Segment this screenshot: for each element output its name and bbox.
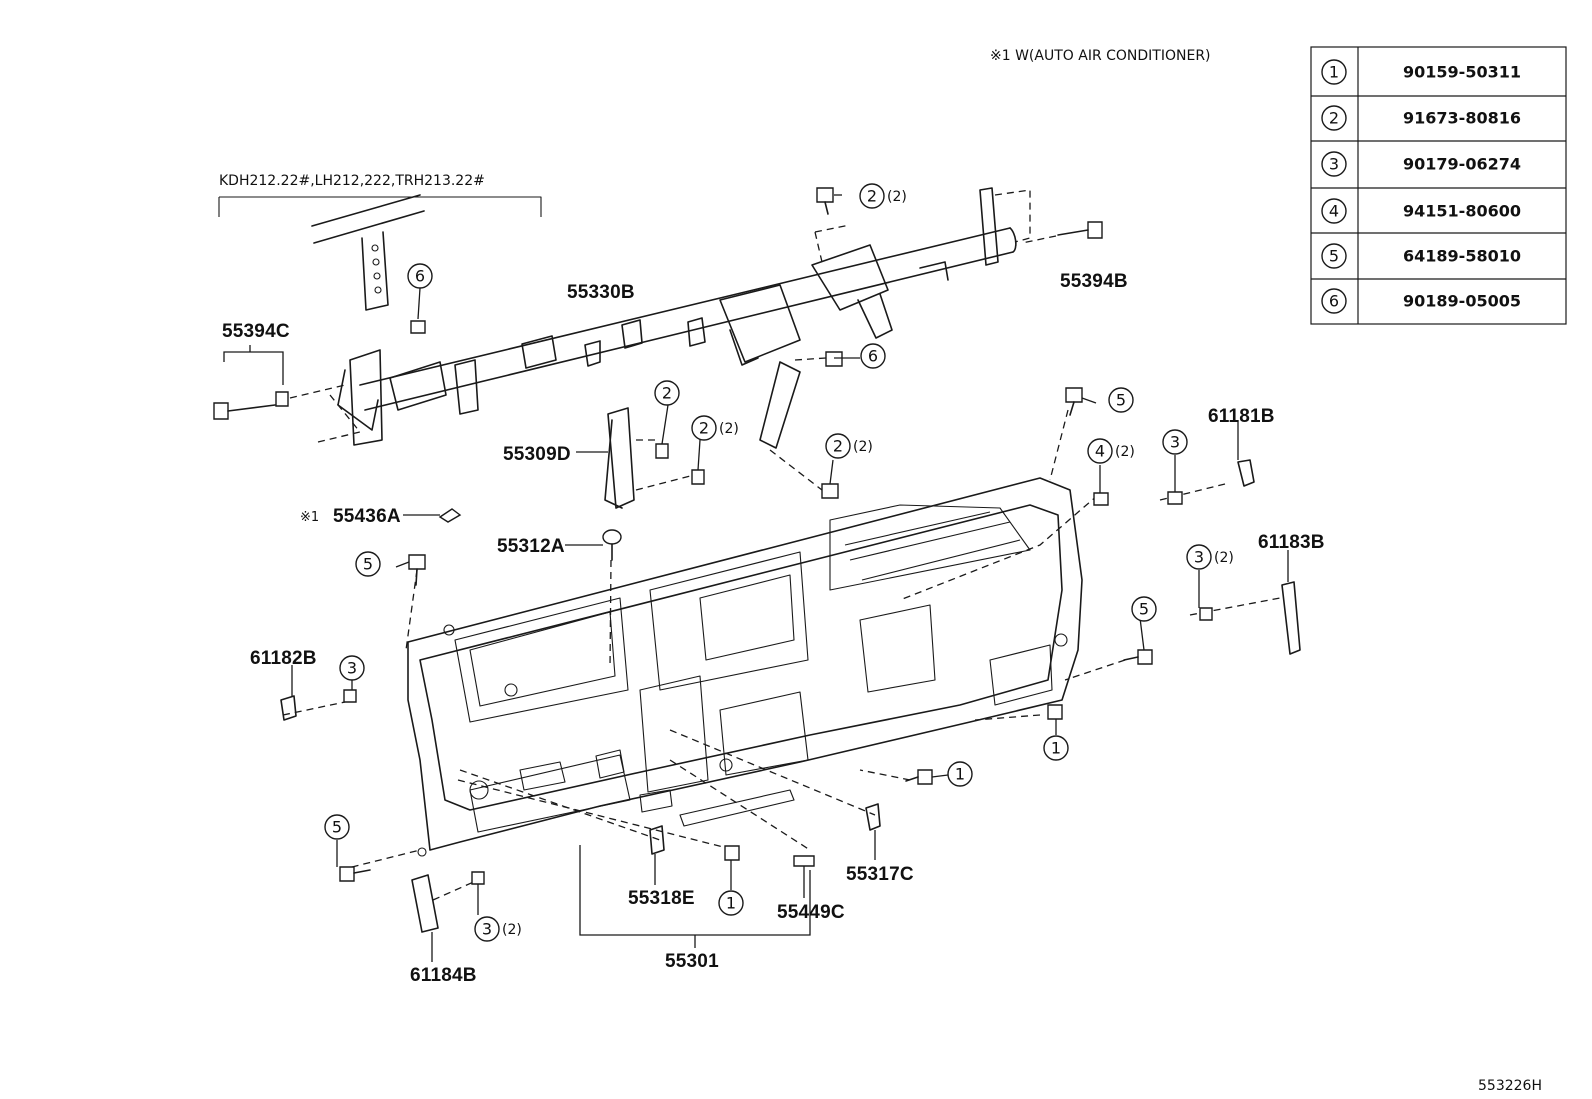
label-55449c: 55449C — [777, 902, 845, 923]
callout-3: 3 — [1162, 429, 1188, 455]
bolt-55394b — [1021, 221, 1103, 244]
table-part-number: 94151-80600 — [1403, 202, 1521, 221]
table-row: 1 90159-50311 — [1321, 59, 1521, 85]
table-ref: 5 — [1329, 247, 1339, 266]
svg-text:(2): (2) — [1214, 550, 1234, 566]
svg-text:6: 6 — [868, 347, 878, 366]
callout-5: 5 — [324, 814, 350, 840]
label-55317c: 55317C — [846, 864, 914, 885]
footnote-text: ※1 W(AUTO AIR CONDITIONER) — [990, 48, 1211, 64]
table-part-number: 64189-58010 — [1403, 247, 1521, 266]
svg-text:5: 5 — [332, 818, 342, 837]
svg-text:4: 4 — [1095, 442, 1105, 461]
svg-text:3: 3 — [347, 659, 357, 678]
callout-5: 5 — [1131, 596, 1157, 622]
callout-5: 5 — [355, 551, 381, 577]
reinforcement-bar — [337, 187, 1031, 449]
label-55301: 55301 — [665, 951, 719, 972]
callout-3: 3 (2) — [1186, 544, 1234, 570]
table-ref: 2 — [1329, 109, 1339, 128]
table-part-number: 90189-05005 — [1403, 292, 1521, 311]
table-ref: 1 — [1329, 63, 1339, 82]
part-labels: 55330B 55394B 55394C 55309D ※1 55436A 55… — [222, 271, 1325, 986]
leader-lines — [291, 194, 1289, 962]
callout-2: 2 (2) — [859, 183, 907, 209]
svg-text:2: 2 — [662, 384, 672, 403]
svg-text:1: 1 — [726, 894, 736, 913]
svg-text:(2): (2) — [502, 922, 522, 938]
panel-dash-lines — [282, 409, 1281, 901]
bolts-55394c — [213, 345, 362, 443]
variant-detail: KDH212.22#,LH212,222,TRH213.22# — [218, 173, 542, 334]
small-parts — [280, 387, 1301, 933]
label-55318e: 55318E — [628, 888, 695, 909]
callout-4: 4 (2) — [1087, 438, 1135, 464]
table-row: 4 94151-80600 — [1321, 198, 1521, 224]
callout-3: 3 (2) — [474, 916, 522, 942]
callout-1: 1 — [947, 761, 973, 787]
brace-55309d — [576, 407, 705, 509]
label-61181b: 61181B — [1208, 406, 1275, 427]
variant-label: KDH212.22#,LH212,222,TRH213.22# — [219, 173, 485, 189]
callout-1: 1 — [1043, 735, 1069, 761]
instrument-panel — [407, 477, 1083, 857]
table-row: 2 91673-80816 — [1321, 105, 1521, 131]
svg-text:5: 5 — [363, 555, 373, 574]
table-ref: 3 — [1329, 155, 1339, 174]
callout-markers: 6 6 2 (2) 2 2 (2) 2 (2) 5 — [324, 183, 1234, 942]
upper-fasteners — [769, 187, 843, 499]
table-ref: 6 — [1329, 292, 1339, 311]
callout-2: 2 (2) — [691, 415, 739, 441]
svg-text:2: 2 — [833, 437, 843, 456]
callout-3: 3 — [339, 655, 365, 681]
label-55330b: 55330B — [567, 282, 635, 303]
label-55394c: 55394C — [222, 321, 290, 342]
svg-text:(2): (2) — [719, 421, 739, 437]
table-part-number: 90159-50311 — [1403, 63, 1521, 82]
callout-2: 2 (2) — [825, 433, 873, 459]
table-row: 3 90179-06274 — [1321, 151, 1521, 177]
label-55436a: 55436A — [333, 506, 401, 527]
figure-code: 553226H — [1478, 1078, 1542, 1094]
label-61184b: 61184B — [410, 965, 477, 986]
label-55309d: 55309D — [503, 444, 571, 465]
svg-text:1: 1 — [955, 765, 965, 784]
svg-text:3: 3 — [482, 920, 492, 939]
svg-text:(2): (2) — [887, 189, 907, 205]
table-part-number: 90179-06274 — [1403, 155, 1521, 174]
svg-text:2: 2 — [867, 187, 877, 206]
svg-text:5: 5 — [1116, 391, 1126, 410]
svg-text:6: 6 — [415, 267, 425, 286]
label-55394b: 55394B — [1060, 271, 1128, 292]
svg-text:2: 2 — [699, 419, 709, 438]
callout-1: 1 — [718, 890, 744, 916]
label-55312a: 55312A — [497, 536, 565, 557]
svg-text:(2): (2) — [1115, 444, 1135, 460]
svg-text:5: 5 — [1139, 600, 1149, 619]
table-row: 5 64189-58010 — [1321, 243, 1521, 269]
callout-6: 6 — [860, 343, 886, 369]
table-ref: 4 — [1329, 202, 1339, 221]
label-note-marker: ※1 — [300, 510, 319, 525]
svg-text:1: 1 — [1051, 739, 1061, 758]
callout-6: 6 — [407, 263, 433, 289]
label-61182b: 61182B — [250, 648, 317, 669]
callout-5: 5 — [1108, 387, 1134, 413]
label-61183b: 61183B — [1258, 532, 1325, 553]
svg-text:3: 3 — [1170, 433, 1180, 452]
svg-text:(2): (2) — [853, 439, 873, 455]
callout-2: 2 — [654, 380, 680, 406]
table-row: 6 90189-05005 — [1321, 288, 1521, 314]
svg-text:3: 3 — [1194, 548, 1204, 567]
fastener-table: 1 90159-50311 2 91673-80816 3 90179-0627… — [1310, 46, 1567, 325]
table-part-number: 91673-80816 — [1403, 109, 1521, 128]
